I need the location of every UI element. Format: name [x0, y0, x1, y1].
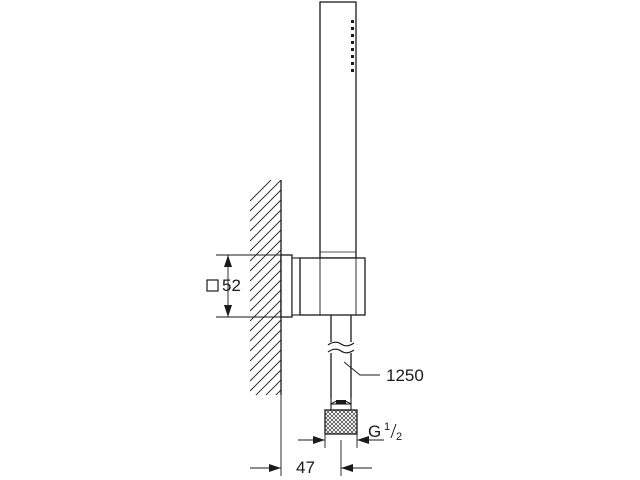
- hatch-line: [250, 180, 281, 212]
- hatch-line: [250, 400, 281, 431]
- arrow-right-icon: [313, 436, 325, 444]
- thread-denominator-label: 2: [396, 431, 402, 443]
- offset-arrow-right-icon: [269, 464, 281, 472]
- hatch-line: [250, 309, 281, 342]
- hose-ferrule-mark: [336, 400, 346, 404]
- hose-length-label: 1250: [386, 366, 424, 385]
- hatch-line: [250, 289, 281, 322]
- wall-section: [250, 180, 282, 431]
- spray-nozzle: [351, 69, 354, 72]
- arrow-up-icon: [224, 255, 232, 267]
- hatch-line: [250, 189, 281, 222]
- hatch-line: [250, 209, 281, 242]
- holder-block: [299, 257, 366, 316]
- dimension-mount-size: 52: [206, 254, 281, 318]
- hose: [324, 315, 358, 435]
- dimension-hose-length: 1250: [343, 361, 424, 385]
- spray-nozzle: [351, 34, 354, 37]
- hatch-line: [250, 180, 272, 202]
- hatch-line: [250, 259, 281, 292]
- hand-shower: [319, 1, 357, 259]
- hatch-line: [250, 199, 281, 232]
- hatch-line: [265, 379, 281, 395]
- wall-holder: [280, 254, 366, 318]
- hatch-line: [250, 239, 281, 272]
- spray-nozzle: [351, 20, 354, 23]
- hatch-line: [250, 329, 281, 362]
- knurled-nut: [324, 409, 358, 435]
- flange-step: [291, 257, 301, 316]
- hatch-line: [250, 319, 281, 352]
- spray-nozzle: [351, 55, 354, 58]
- hatch-line: [250, 279, 281, 312]
- hose-ferrule: [330, 403, 352, 411]
- offset-arrow-left-icon: [341, 464, 353, 472]
- mount-size-label: 52: [222, 276, 241, 295]
- hatch-line: [250, 269, 281, 302]
- hatch-line: [250, 219, 281, 252]
- wall-offset-label: 47: [296, 458, 315, 477]
- arrow-left-icon: [357, 436, 369, 444]
- wall-flange: [280, 254, 293, 318]
- hatch-line: [255, 369, 281, 395]
- hand-shower-body: [319, 1, 357, 259]
- hose-break-top: [327, 341, 355, 347]
- hatch-line: [275, 389, 281, 395]
- arrow-down-icon: [224, 305, 232, 317]
- dimension-thread: G 1 2: [298, 421, 402, 448]
- hatch-line: [250, 349, 281, 382]
- hose-break-bottom: [327, 348, 355, 354]
- hatch-line: [250, 299, 281, 332]
- fraction-slash: [390, 423, 397, 439]
- thread-numerator-label: 1: [384, 421, 390, 433]
- leader-line: [343, 361, 380, 376]
- hatch-line: [250, 339, 281, 372]
- spray-nozzle: [351, 62, 354, 65]
- spray-nozzles: [351, 20, 354, 72]
- spray-nozzle: [351, 27, 354, 30]
- spray-nozzle: [351, 41, 354, 44]
- dimension-wall-offset: 47: [250, 395, 372, 477]
- wall-hatching: [250, 180, 281, 431]
- square-symbol-icon: [206, 279, 219, 292]
- spray-nozzle: [351, 48, 354, 51]
- thread-prefix-label: G: [368, 422, 381, 441]
- hatch-line: [250, 359, 281, 392]
- hatch-line: [250, 229, 281, 262]
